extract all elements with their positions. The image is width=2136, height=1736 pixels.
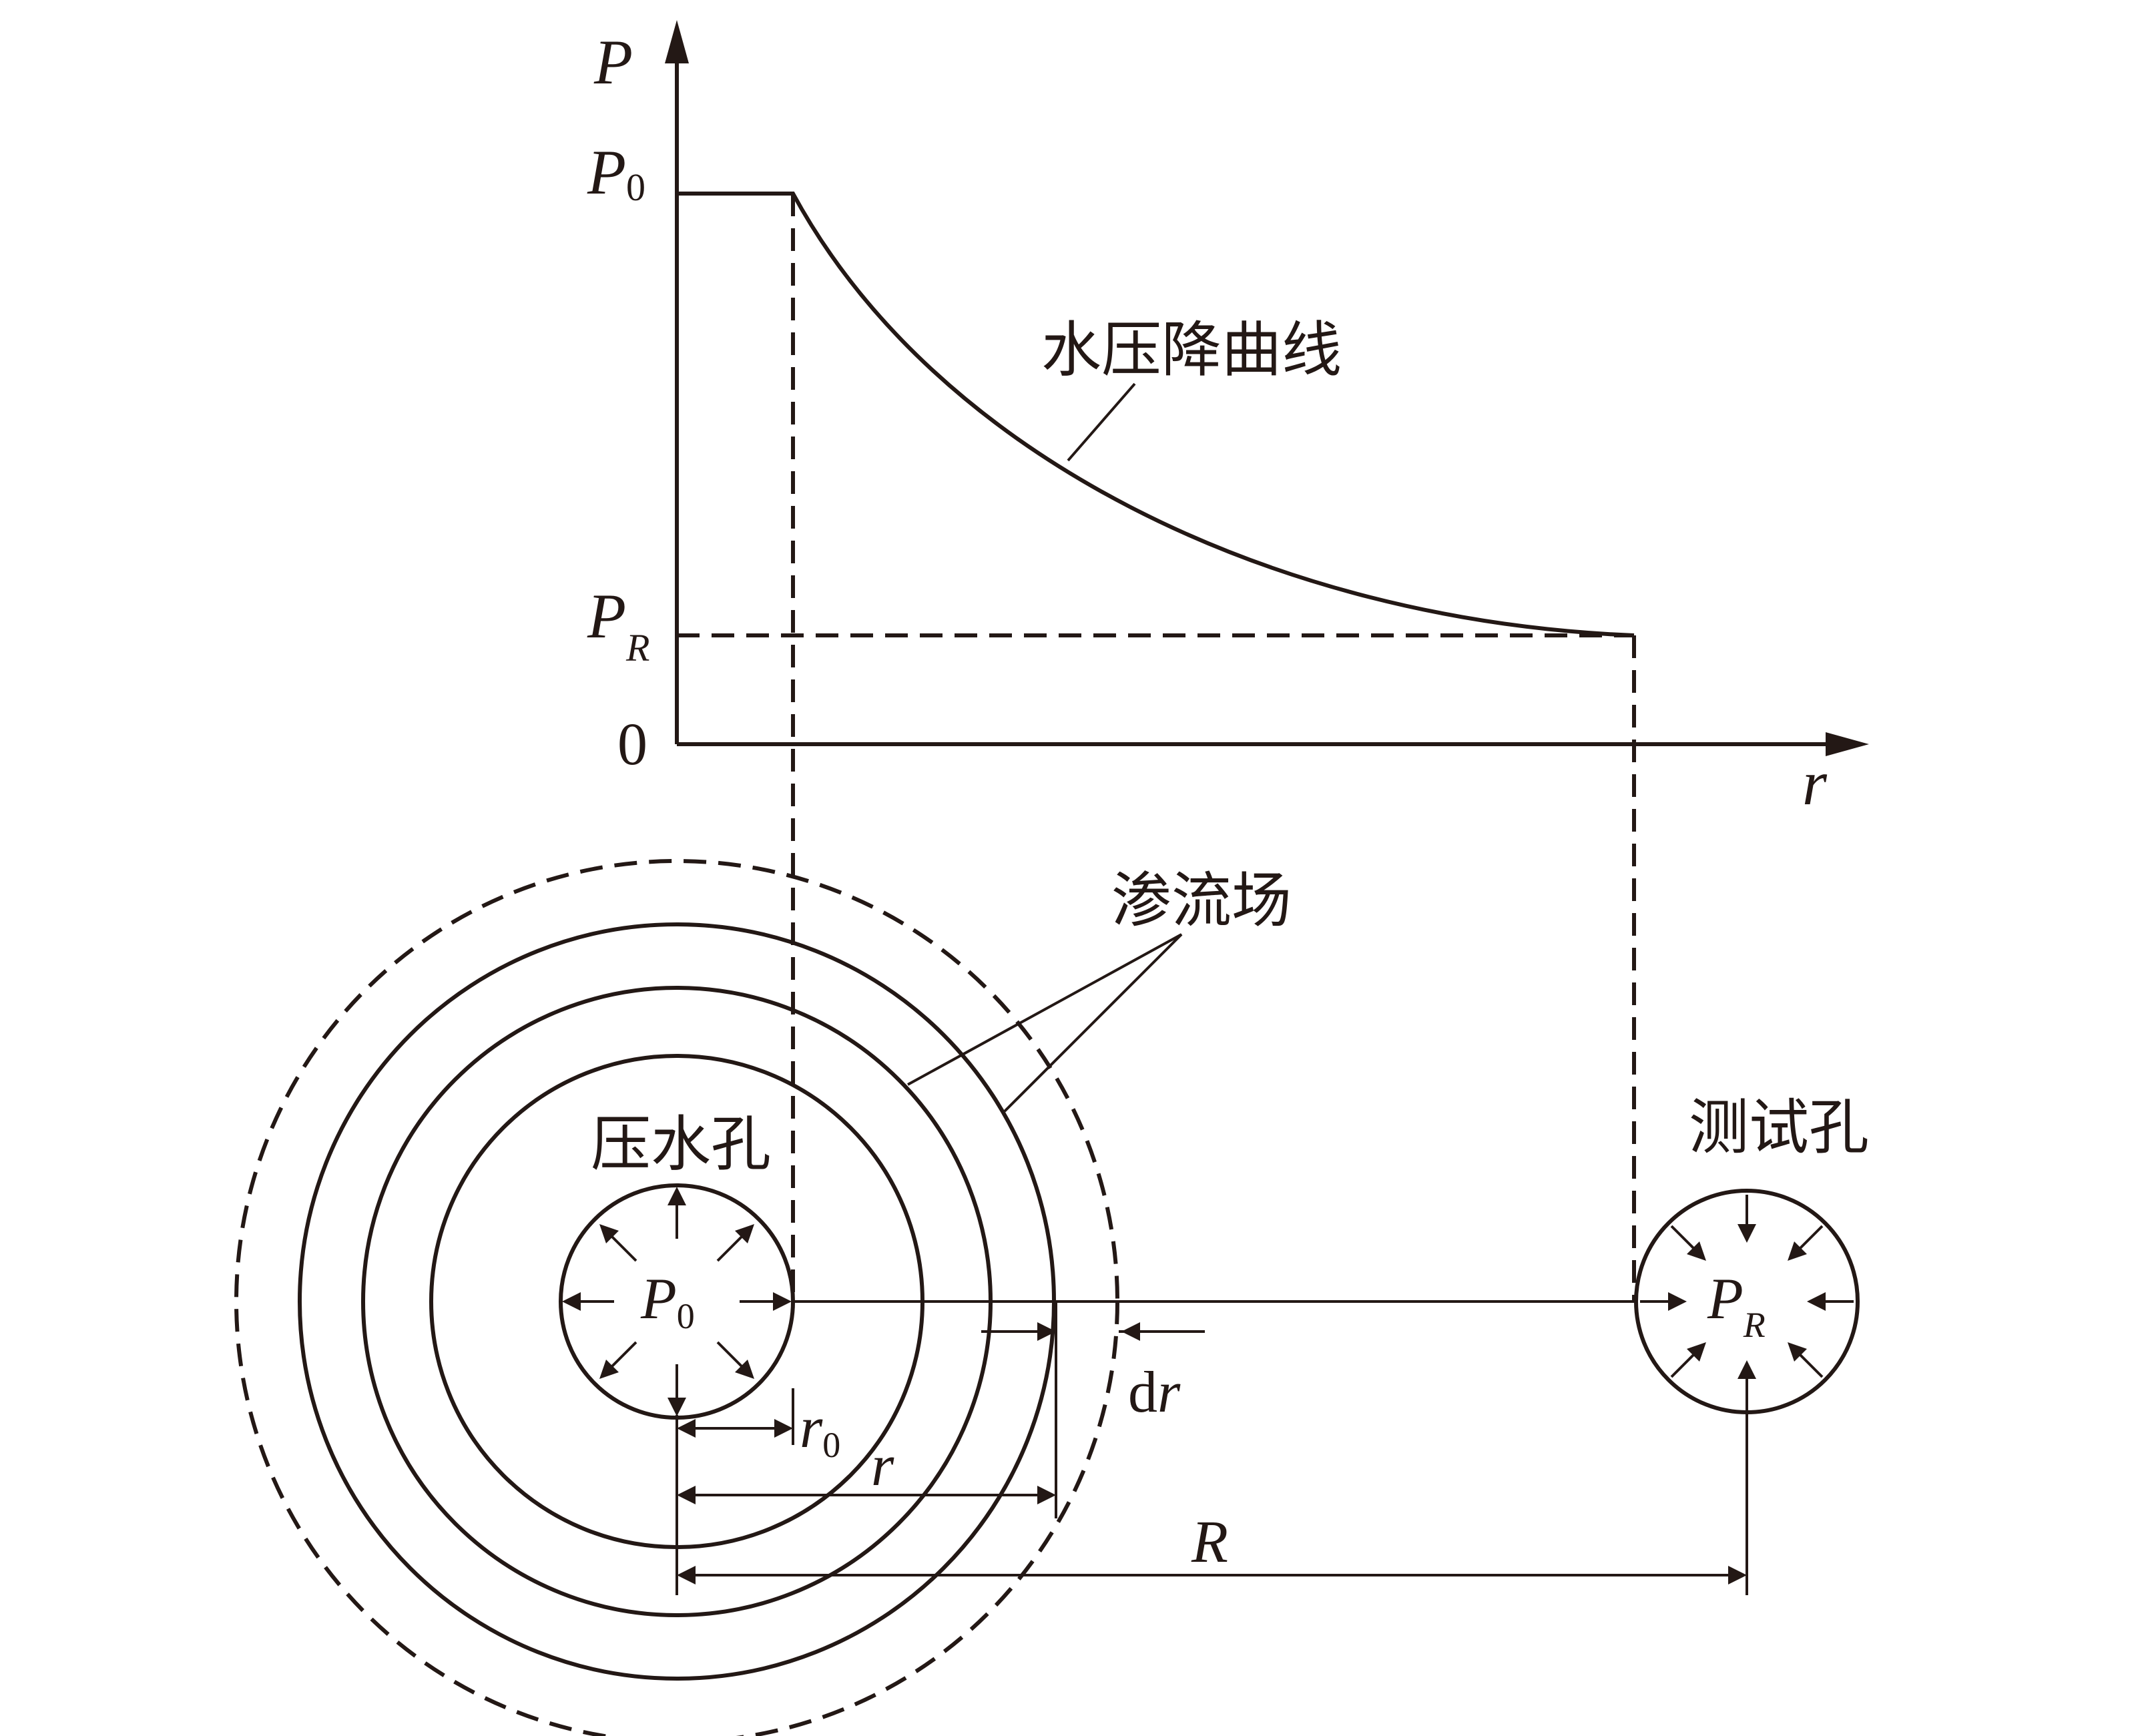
injection-hole-arrows: [562, 1187, 792, 1416]
injection-hole-label: 压水孔: [591, 1109, 771, 1179]
curve-label: 水压降曲线: [1041, 315, 1342, 385]
dim-r0-label: r0: [800, 1396, 840, 1465]
seepage-label: 渗流场: [1111, 866, 1292, 936]
r-axis-arrow: [1826, 732, 1869, 756]
r-axis-label: r: [1802, 748, 1828, 818]
p-axis-arrow: [665, 20, 689, 63]
dim-r-label: r: [871, 1434, 894, 1498]
p-axis-label: P: [593, 27, 633, 97]
test-hole-arrows: [1640, 1195, 1854, 1408]
dim-R-label: R: [1191, 1509, 1228, 1575]
origin-label: 0: [617, 711, 647, 778]
p0-tick-label: P0: [587, 137, 645, 209]
seepage-leader: [907, 933, 1183, 1113]
pressure-graph: P r 0 P0 PR 水压降曲线: [587, 20, 1869, 1301]
test-hole-label: 测试孔: [1689, 1093, 1869, 1163]
test-pressure-label: PR: [1707, 1267, 1766, 1345]
injection-pressure-label: P0: [640, 1267, 695, 1336]
dimension-lines: [676, 1388, 1748, 1595]
pr-tick-label: PR: [587, 581, 649, 669]
dim-dr-label: dr: [1128, 1360, 1181, 1425]
curve-leader: [1067, 382, 1136, 462]
dr-dimension: [981, 1301, 1205, 1518]
pressure-drop-curve: [677, 192, 1635, 637]
plan-view: 渗流场 压水孔 测试孔 P0 PR r0 r R dr: [234, 859, 1869, 1736]
